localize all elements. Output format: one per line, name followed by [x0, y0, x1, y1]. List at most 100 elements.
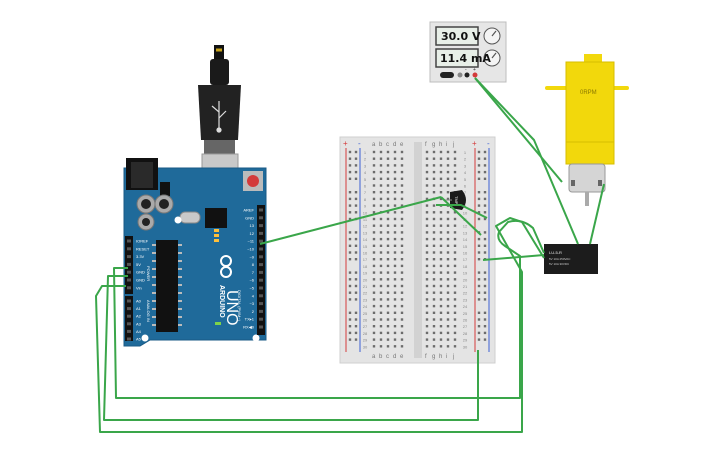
breadboard-hole[interactable] [372, 284, 376, 288]
breadboard-hole[interactable] [400, 237, 404, 241]
breadboard-hole[interactable] [386, 204, 390, 207]
breadboard-hole[interactable] [425, 278, 429, 281]
breadboard-hole[interactable] [400, 217, 404, 221]
breadboard-hole[interactable] [432, 157, 436, 160]
breadboard-hole[interactable] [393, 177, 397, 180]
breadboard-hole[interactable] [372, 231, 376, 234]
breadboard-hole[interactable] [379, 170, 383, 174]
breadboard-hole[interactable] [439, 258, 443, 261]
breadboard-hole[interactable] [446, 325, 450, 328]
rail-hole[interactable] [483, 318, 487, 321]
breadboard-hole[interactable] [400, 157, 404, 160]
breadboard-hole[interactable] [446, 231, 450, 234]
breadboard-hole[interactable] [453, 164, 457, 167]
power-switch[interactable] [440, 72, 454, 78]
wire-motor-to-relay[interactable] [589, 183, 605, 245]
breadboard-hole[interactable] [393, 264, 397, 268]
analog-pin[interactable] [127, 307, 131, 311]
breadboard-hole[interactable] [400, 338, 404, 341]
breadboard-hole[interactable] [379, 244, 383, 247]
breadboard-hole[interactable] [439, 224, 443, 227]
rail-hole[interactable] [354, 284, 358, 288]
rail-hole[interactable] [483, 177, 487, 180]
breadboard-hole[interactable] [453, 251, 457, 254]
breadboard-hole[interactable] [425, 338, 429, 341]
reset-button-cap[interactable] [247, 175, 259, 187]
breadboard-hole[interactable] [372, 264, 376, 268]
breadboard-hole[interactable] [446, 304, 450, 308]
rail-hole[interactable] [348, 331, 352, 335]
breadboard-hole[interactable] [425, 231, 429, 234]
digital-pin[interactable] [259, 302, 263, 306]
rail-hole[interactable] [483, 217, 487, 221]
breadboard-hole[interactable] [400, 325, 404, 328]
breadboard-hole[interactable] [446, 237, 450, 241]
breadboard-hole[interactable] [439, 211, 443, 214]
breadboard-hole[interactable] [393, 224, 397, 227]
rail-hole[interactable] [354, 244, 358, 247]
breadboard-hole[interactable] [379, 217, 383, 221]
breadboard-hole[interactable] [379, 258, 383, 261]
power-pin[interactable] [127, 262, 131, 266]
breadboard-hole[interactable] [439, 278, 443, 281]
breadboard-hole[interactable] [372, 211, 376, 214]
breadboard-hole[interactable] [439, 231, 443, 234]
breadboard-hole[interactable] [372, 345, 376, 348]
breadboard-hole[interactable] [379, 284, 383, 288]
breadboard-hole[interactable] [400, 345, 404, 348]
breadboard-hole[interactable] [453, 217, 457, 221]
digital-pin[interactable] [259, 278, 263, 282]
breadboard-hole[interactable] [425, 197, 429, 201]
breadboard-hole[interactable] [400, 184, 404, 187]
breadboard-hole[interactable] [386, 224, 390, 227]
breadboard-hole[interactable] [393, 284, 397, 288]
rail-hole[interactable] [483, 237, 487, 241]
wire-relay-loop[interactable] [113, 219, 545, 399]
breadboard-hole[interactable] [386, 278, 390, 281]
rail-hole[interactable] [354, 251, 358, 254]
breadboard-hole[interactable] [386, 304, 390, 308]
rail-hole[interactable] [348, 231, 352, 234]
breadboard-hole[interactable] [372, 170, 376, 174]
breadboard-hole[interactable] [432, 211, 436, 214]
rail-hole[interactable] [348, 284, 352, 288]
breadboard-hole[interactable] [372, 237, 376, 241]
rail-hole[interactable] [348, 197, 352, 201]
power-pin[interactable] [127, 255, 131, 259]
breadboard-hole[interactable] [439, 170, 443, 174]
rail-hole[interactable] [483, 325, 487, 328]
digital-pin[interactable] [259, 216, 263, 220]
breadboard-hole[interactable] [425, 304, 429, 308]
rail-hole[interactable] [354, 211, 358, 214]
breadboard-hole[interactable] [372, 177, 376, 180]
breadboard-hole[interactable] [439, 271, 443, 274]
breadboard-hole[interactable] [386, 150, 390, 154]
breadboard-hole[interactable] [393, 325, 397, 328]
breadboard-hole[interactable] [425, 318, 429, 321]
rail-hole[interactable] [354, 311, 358, 314]
breadboard-hole[interactable] [432, 338, 436, 341]
breadboard-hole[interactable] [400, 150, 404, 154]
rail-hole[interactable] [477, 338, 481, 341]
breadboard-hole[interactable] [400, 197, 404, 201]
breadboard-hole[interactable] [386, 184, 390, 187]
breadboard-hole[interactable] [386, 237, 390, 241]
breadboard-hole[interactable] [386, 291, 390, 294]
breadboard-hole[interactable] [386, 211, 390, 214]
breadboard-hole[interactable] [453, 331, 457, 335]
breadboard-hole[interactable] [453, 271, 457, 274]
rail-hole[interactable] [354, 231, 358, 234]
breadboard-hole[interactable] [446, 258, 450, 261]
power-pin[interactable] [127, 278, 131, 282]
breadboard-hole[interactable] [386, 311, 390, 314]
breadboard-hole[interactable] [425, 177, 429, 180]
rail-hole[interactable] [348, 278, 352, 281]
breadboard-hole[interactable] [379, 331, 383, 335]
breadboard-hole[interactable] [446, 311, 450, 314]
breadboard-hole[interactable] [379, 224, 383, 227]
breadboard-hole[interactable] [432, 224, 436, 227]
power-pins[interactable] [127, 239, 131, 341]
breadboard-hole[interactable] [425, 164, 429, 167]
rail-hole[interactable] [483, 157, 487, 160]
analog-pin[interactable] [127, 337, 131, 341]
